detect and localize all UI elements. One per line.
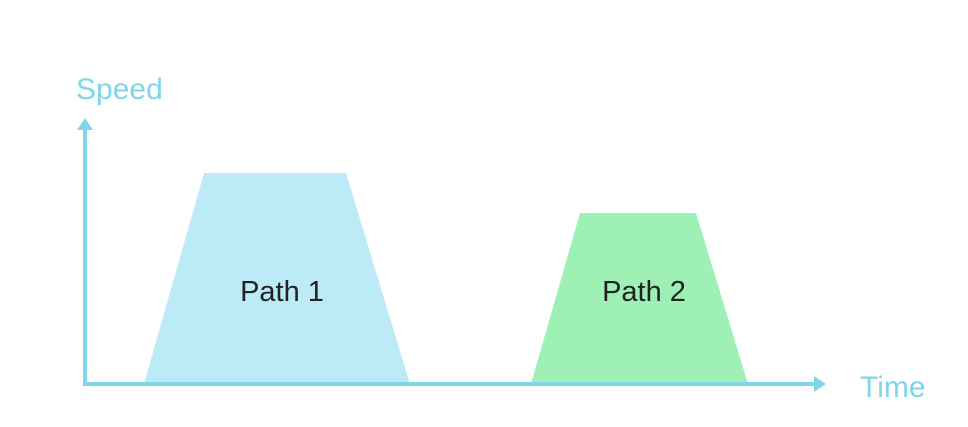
path-2-label: Path 2 <box>602 276 686 308</box>
path-1-trapezoid <box>144 173 410 384</box>
x-axis-label: Time <box>860 371 926 404</box>
path-2-trapezoid <box>531 213 748 384</box>
x-axis-arrow-icon <box>814 376 826 392</box>
path-1-label: Path 1 <box>240 276 324 308</box>
y-axis-label: Speed <box>76 73 163 106</box>
y-axis-arrow-icon <box>77 118 93 130</box>
